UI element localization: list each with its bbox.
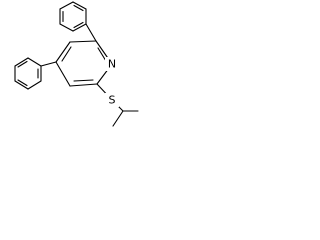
sulfur-atom: S <box>105 93 119 107</box>
bond <box>69 83 98 87</box>
bond <box>27 57 42 67</box>
chemical-structure-diagram: N S <box>14 1 139 127</box>
bond <box>112 110 124 127</box>
bond <box>85 23 97 42</box>
bond <box>14 57 29 67</box>
bond <box>55 61 71 87</box>
nitrogen-label: N <box>108 58 116 71</box>
bond <box>27 80 42 90</box>
bond <box>40 61 57 67</box>
bond <box>72 1 87 10</box>
bond <box>55 41 71 63</box>
bond <box>69 40 97 43</box>
aromatic-inner-bond <box>73 79 94 82</box>
bond <box>72 23 87 32</box>
pyridine-ring <box>55 40 113 87</box>
bond <box>59 23 74 32</box>
sulfur-label: S <box>109 94 116 107</box>
aromatic-inner-bond <box>61 46 72 62</box>
left-phenyl-ring <box>14 57 42 90</box>
aromatic-inner-bond <box>17 60 28 68</box>
aromatic-inner-bond <box>73 4 84 12</box>
aromatic-inner-bond <box>73 21 84 29</box>
bond <box>14 80 29 90</box>
bond <box>59 1 74 10</box>
nitrogen-atom: N <box>105 57 119 71</box>
aromatic-inner-bond <box>97 47 107 62</box>
aromatic-inner-bond <box>17 79 28 87</box>
top-phenyl-ring <box>59 1 87 32</box>
